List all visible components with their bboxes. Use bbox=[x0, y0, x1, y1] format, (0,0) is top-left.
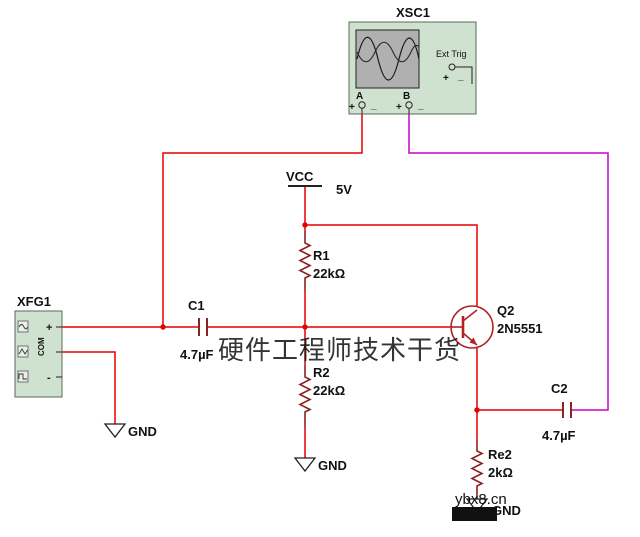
resistor-symbol bbox=[298, 365, 312, 427]
channel-b-minus: _ bbox=[417, 100, 424, 111]
resistor-symbol bbox=[470, 441, 484, 499]
c2-value-label: 4.7µF bbox=[542, 428, 576, 443]
c2-ref-label: C2 bbox=[551, 381, 568, 396]
r2-ref-label: R2 bbox=[313, 365, 330, 380]
wires bbox=[62, 114, 609, 458]
wire-scope-b[interactable] bbox=[408, 114, 609, 411]
vcc-value-label: 5V bbox=[336, 182, 352, 197]
xfg-com-terminal: COM bbox=[37, 337, 46, 356]
xfg-plus-terminal: + bbox=[46, 322, 52, 334]
emitter-arrow bbox=[469, 337, 477, 345]
triangle-wave-icon bbox=[18, 348, 28, 355]
r1-value-label: 22kΩ bbox=[313, 266, 345, 281]
junction-dot bbox=[302, 222, 308, 228]
capacitor-c1[interactable]: C1 4.7µF bbox=[180, 298, 214, 362]
oscilloscope-label: XSC1 bbox=[396, 5, 430, 20]
transistor-q2[interactable]: Q2 2N5551 bbox=[450, 303, 543, 349]
re2-ref-label: Re2 bbox=[488, 447, 512, 462]
vcc-net-label: VCC bbox=[286, 169, 314, 184]
chinese-watermark: 硬件工程师技术干货 bbox=[218, 335, 461, 365]
resistor-symbol bbox=[298, 231, 312, 291]
site-watermark: ybx8.cn bbox=[455, 491, 507, 508]
wire-scope-a[interactable] bbox=[162, 114, 363, 327]
channel-a-plus: + bbox=[349, 102, 355, 113]
function-generator-xfg1[interactable]: XFG1 + COM - bbox=[14, 294, 63, 398]
watermarks: 硬件工程师技术干货 ybx8.cn bbox=[218, 335, 507, 521]
ext-trig-plus: + bbox=[443, 73, 449, 84]
sine-icon bbox=[18, 324, 28, 330]
channel-a-minus: _ bbox=[370, 100, 377, 111]
c1-ref-label: C1 bbox=[188, 298, 205, 313]
transistor-collector-lead bbox=[462, 309, 478, 322]
ground-icon bbox=[465, 498, 489, 514]
gnd-label: GND bbox=[492, 503, 521, 518]
ground-r2[interactable]: GND bbox=[293, 457, 347, 473]
resistor-r2[interactable]: R2 22kΩ bbox=[298, 365, 345, 427]
resistor-r1[interactable]: R1 22kΩ bbox=[298, 231, 345, 291]
ground-icon bbox=[103, 423, 127, 439]
ground-re2[interactable]: GND bbox=[465, 498, 521, 518]
re2-value-label: 2kΩ bbox=[488, 465, 513, 480]
square-wave-icon bbox=[18, 373, 27, 380]
channel-a-label: A bbox=[356, 91, 363, 102]
resistor-re2[interactable]: Re2 2kΩ bbox=[470, 441, 513, 499]
wire-com-gnd[interactable] bbox=[62, 351, 116, 424]
function-generator-label: XFG1 bbox=[17, 294, 51, 309]
waveform-icon bbox=[17, 320, 29, 333]
junction-dot bbox=[474, 407, 480, 413]
wire-collector[interactable] bbox=[305, 224, 478, 307]
ground-xfg[interactable]: GND bbox=[103, 423, 157, 439]
junction-dot bbox=[302, 324, 308, 330]
xfg-minus-terminal: - bbox=[47, 372, 51, 384]
q2-ref-label: Q2 bbox=[497, 303, 514, 318]
gnd-label: GND bbox=[318, 458, 347, 473]
r2-value-label: 22kΩ bbox=[313, 383, 345, 398]
junction-dot bbox=[160, 324, 166, 330]
oscilloscope-screen bbox=[355, 29, 420, 89]
ext-trig-label: Ext Trig bbox=[436, 49, 467, 59]
c1-value-label: 4.7µF bbox=[180, 347, 214, 362]
waveform-trace-small bbox=[356, 41, 420, 63]
channel-b-plus: + bbox=[396, 102, 402, 113]
ground-icon bbox=[293, 457, 317, 473]
channel-b-label: B bbox=[403, 91, 410, 102]
black-watermark-box bbox=[452, 507, 497, 521]
gnd-label: GND bbox=[128, 424, 157, 439]
q2-value-label: 2N5551 bbox=[497, 321, 543, 336]
ext-trig-minus: _ bbox=[457, 71, 464, 82]
waveform-trace-large bbox=[356, 36, 420, 81]
oscilloscope-xsc1[interactable]: XSC1 Ext Trig + _ A + _ B + _ bbox=[348, 5, 477, 115]
capacitor-c2[interactable]: C2 4.7µF bbox=[542, 381, 576, 443]
r1-ref-label: R1 bbox=[313, 248, 330, 263]
ext-trig-stub bbox=[455, 66, 473, 84]
vcc-source[interactable]: VCC 5V bbox=[286, 169, 352, 197]
